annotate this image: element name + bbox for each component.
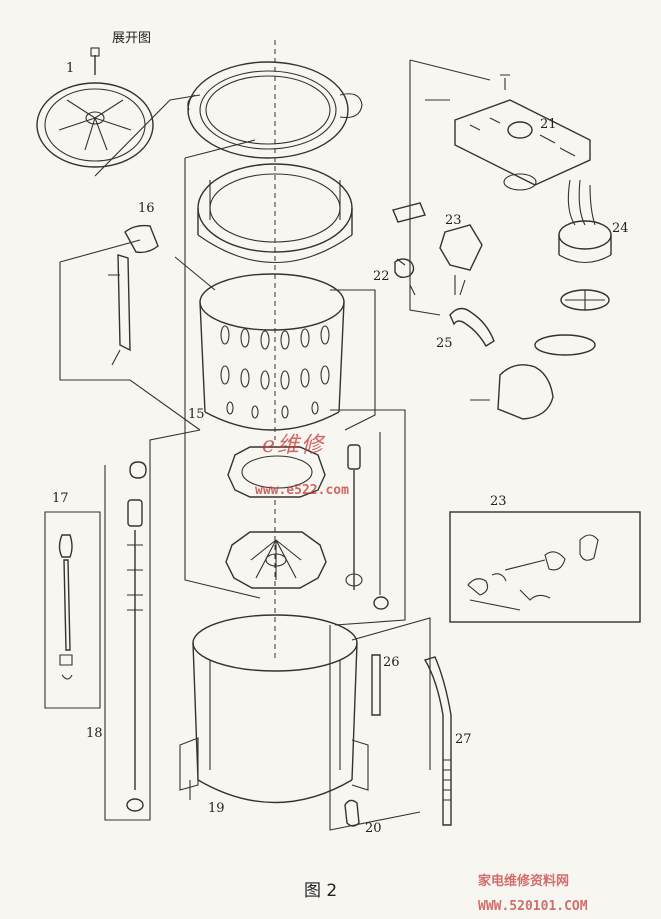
part-label-25: 25 — [436, 336, 453, 351]
part-label-23: 23 — [445, 213, 462, 228]
spin-basket-part-15 — [199, 273, 345, 431]
part-label-23-inset: 23 — [490, 494, 507, 509]
part-number-labels: 1 15 16 17 18 19 20 21 22 23 24 25 26 27… — [52, 61, 629, 836]
drain-hose-part-27 — [423, 656, 452, 826]
part-label-26: 26 — [383, 655, 400, 670]
figure-caption: 图 2 — [304, 881, 337, 901]
motor-bracket-part-21 — [425, 74, 591, 191]
part-label-19: 19 — [208, 801, 225, 816]
part-label-1: 1 — [66, 61, 74, 76]
suspension-right — [345, 432, 389, 610]
suspension-part-18 — [126, 461, 147, 812]
svg-text:WWW.520101.COM: WWW.520101.COM — [478, 899, 588, 914]
suspension-part-17 — [58, 534, 73, 680]
bracket-plate — [392, 202, 426, 223]
flange-plate — [225, 531, 327, 589]
hose-part-25 — [449, 307, 495, 347]
site-watermark: 家电维修资料网 WWW.520101.COM — [478, 873, 588, 914]
part-label-15: 15 — [188, 407, 205, 422]
part-label-18: 18 — [86, 726, 103, 741]
valve-part-23 — [439, 224, 483, 296]
svg-text:家电维修资料网: 家电维修资料网 — [478, 873, 569, 889]
drain-valve-part-20 — [344, 799, 360, 827]
header-label: 展开图 — [112, 31, 151, 46]
part-label-24: 24 — [612, 221, 629, 236]
belt-and-pulley — [470, 334, 596, 420]
drain-motor-part-22 — [394, 258, 416, 296]
balance-ring-top — [187, 61, 363, 159]
part-label-22: 22 — [373, 269, 390, 284]
motor-part-24 — [558, 179, 612, 311]
float-switch-part-26 — [371, 654, 381, 716]
outer-tub-part-19 — [179, 614, 369, 804]
assembly-frame-lines — [44, 59, 491, 831]
basket-gasket — [227, 446, 326, 498]
svg-text:e维修: e维修 — [262, 433, 326, 458]
part-label-21: 21 — [540, 117, 557, 132]
part-label-17: 17 — [52, 491, 69, 506]
watermark-logo: e维修 www.e522.com — [255, 433, 349, 498]
pulsator-part-1 — [36, 47, 154, 168]
svg-text:www.e522.com: www.e522.com — [255, 483, 349, 498]
part-label-20: 20 — [365, 821, 382, 836]
part-label-27: 27 — [455, 732, 472, 747]
part-label-16: 16 — [138, 201, 155, 216]
suspension-rod-part-16 — [108, 224, 159, 366]
valve-inset-box — [449, 511, 641, 623]
